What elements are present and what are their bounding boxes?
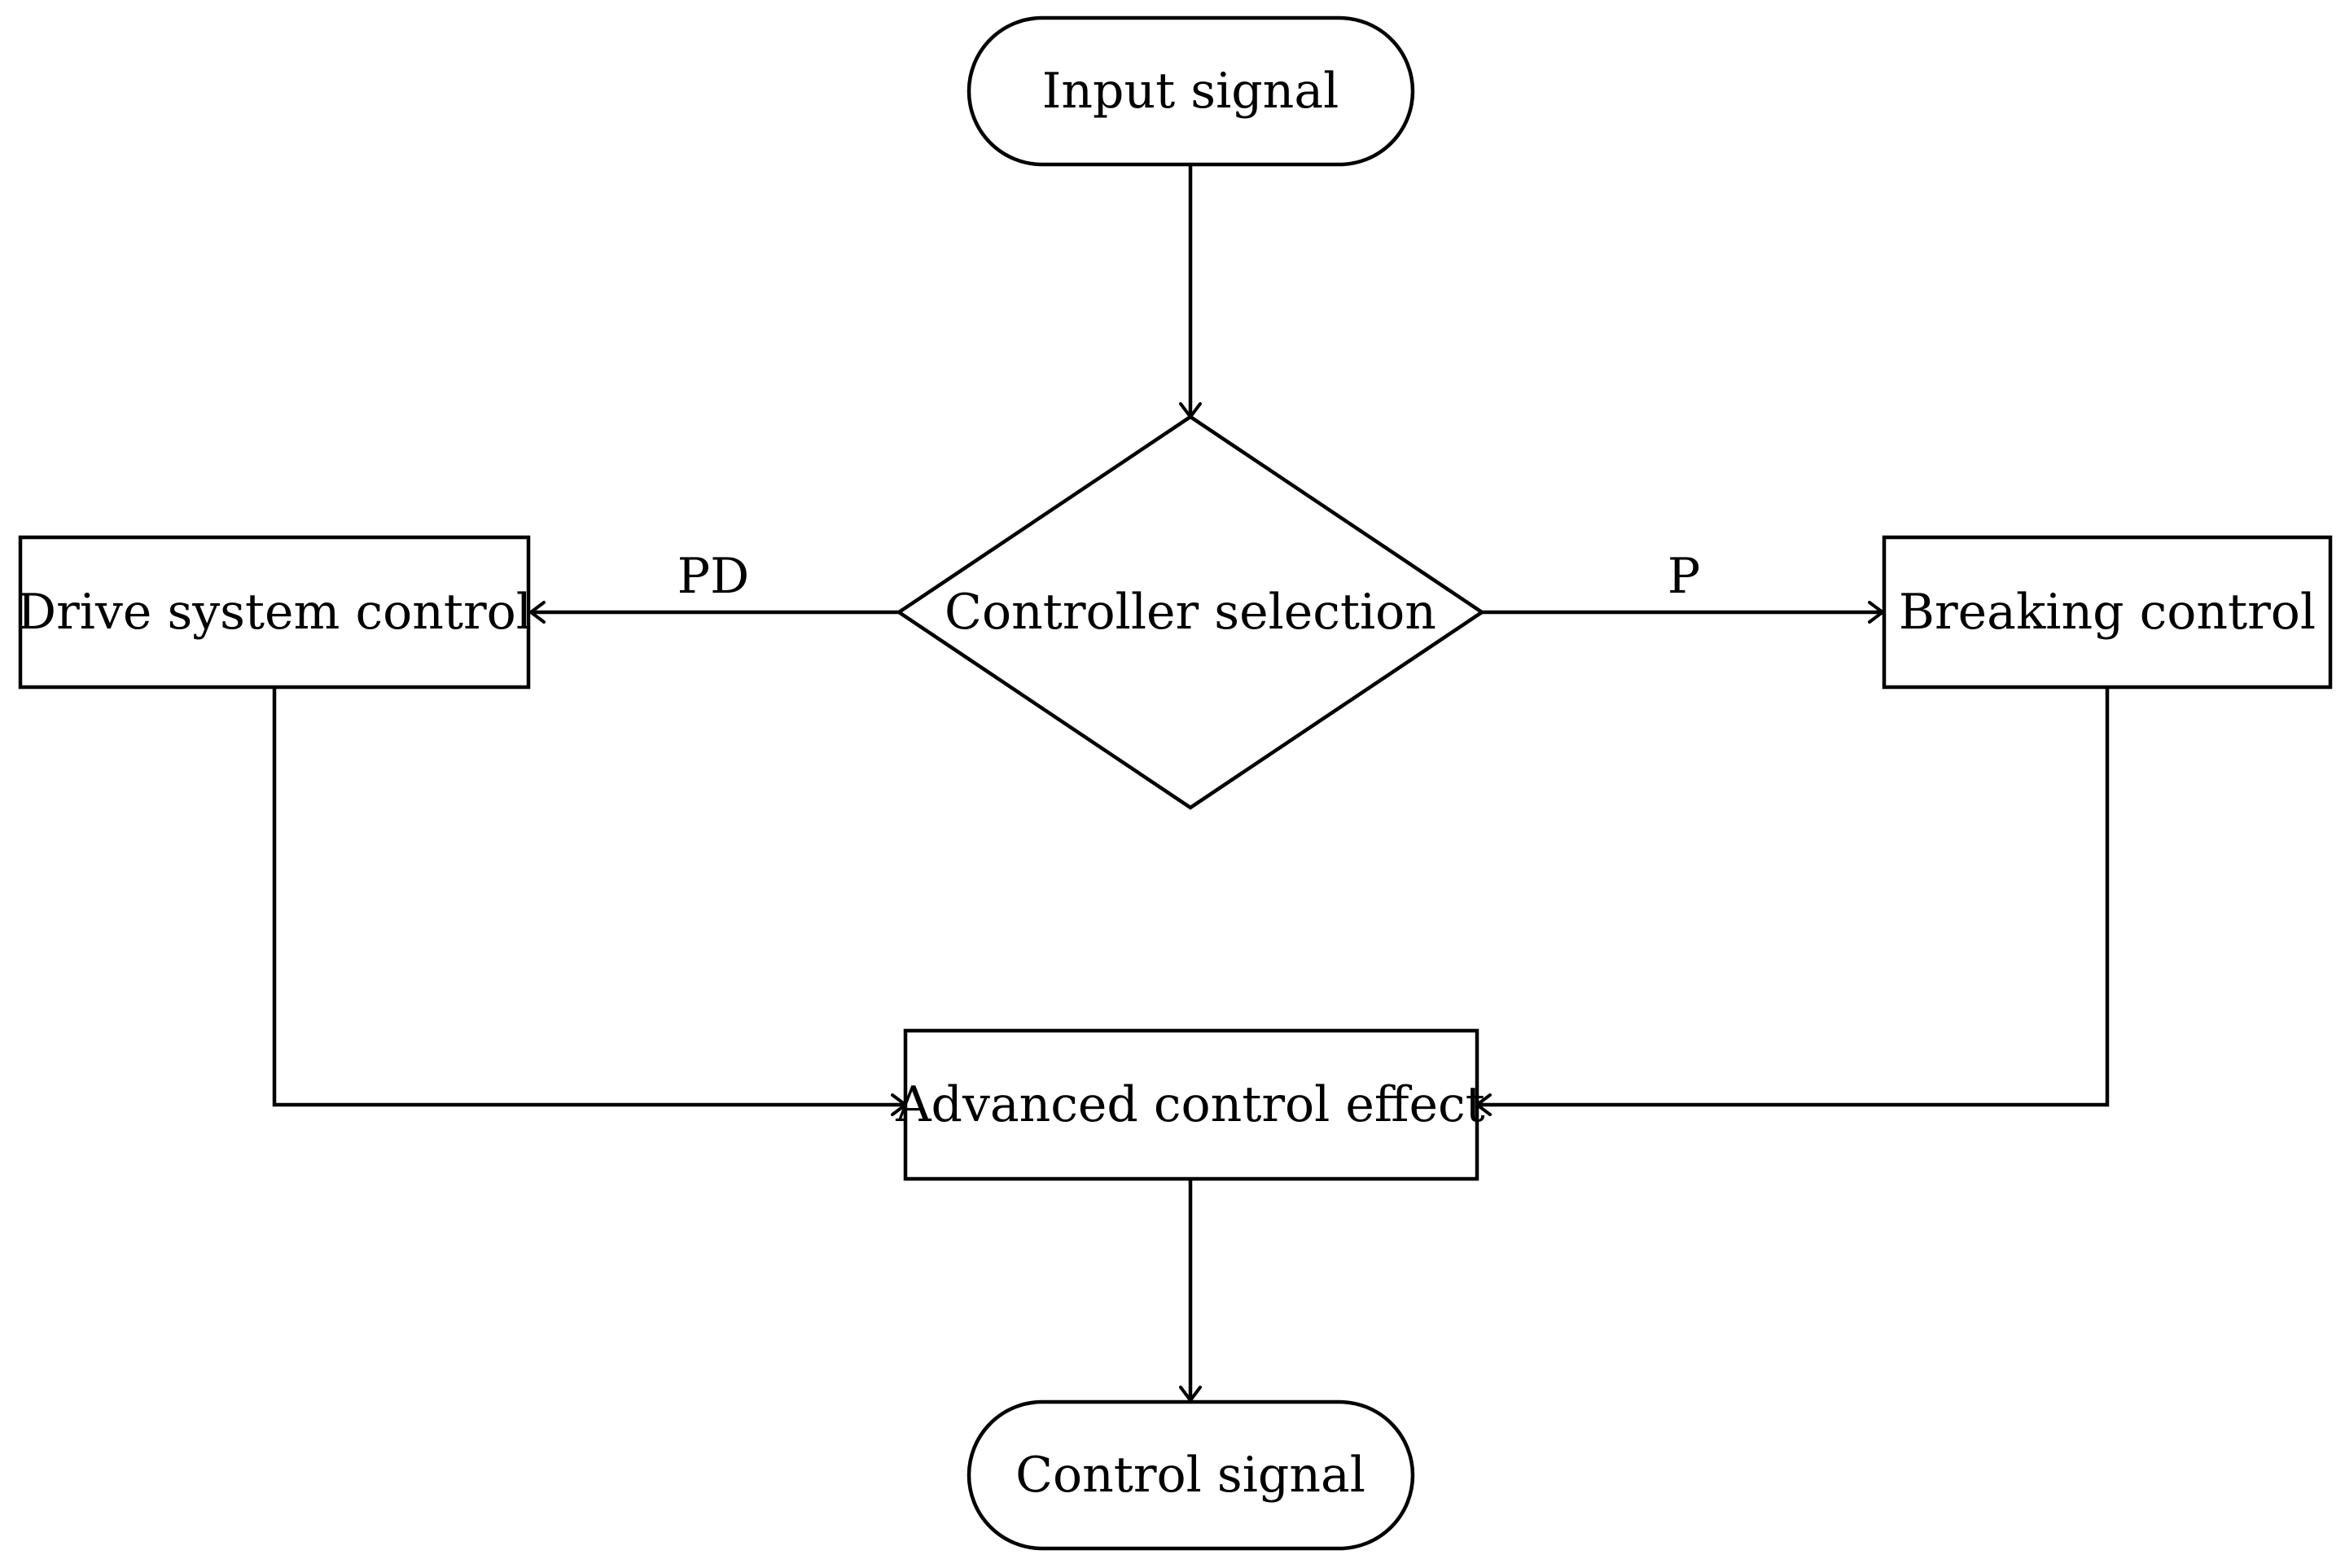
- node-label: Control signal: [1015, 1447, 1365, 1504]
- node-breaking-control: Breaking control: [1882, 535, 2333, 690]
- edge-selection-to-breaking: P: [1482, 548, 1884, 624]
- edge-input-to-selection: [1179, 164, 1202, 418]
- node-control-signal: Control signal: [966, 1399, 1415, 1551]
- node-drive-system-control: Drive system control: [17, 535, 532, 690]
- edge-selection-to-drive: PD: [529, 548, 899, 624]
- node-label: Input signal: [1042, 63, 1339, 120]
- edge-label-pd: PD: [677, 548, 749, 605]
- node-label: Advanced control effect: [895, 1076, 1485, 1133]
- arrowhead-left-icon: [529, 601, 546, 624]
- node-label: Breaking control: [1899, 584, 2316, 641]
- edge-drive-to-advanced: [272, 687, 907, 1116]
- node-advanced-control-effect: Advanced control effect: [895, 1028, 1485, 1181]
- edge-label-p: P: [1668, 548, 1700, 605]
- node-label: Drive system control: [17, 584, 532, 641]
- edge-breaking-to-advanced: [1475, 687, 2110, 1116]
- node-label: Controller selection: [945, 584, 1436, 641]
- node-input-signal: Input signal: [966, 15, 1415, 167]
- edge-advanced-to-output: [1179, 1179, 1202, 1402]
- node-controller-selection: Controller selection: [895, 414, 1486, 810]
